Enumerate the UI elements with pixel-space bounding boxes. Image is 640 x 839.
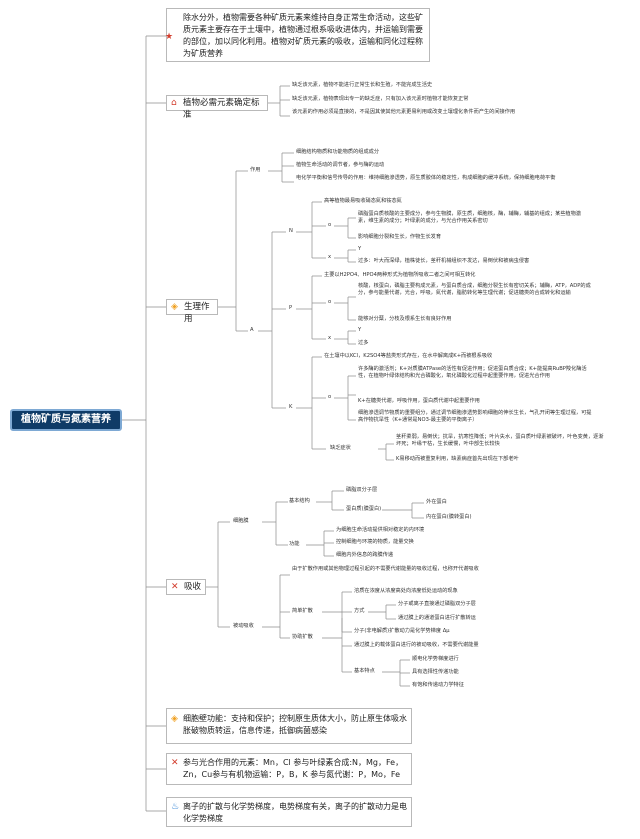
intro-box[interactable]: ★ 除水分外，植物需要各种矿质元素来维持自身正常生命活动，这些矿质元素主要存在于… (165, 8, 430, 62)
n-x-item: 过多：叶大而深绿，植株徒长，茎秆机械组织不发达，易倒伏和被病虫侵害 (358, 258, 530, 264)
p-intro: 主要以H2PO4、HPO4两种形式为植物所吸收二者之间可相互转化 (324, 272, 476, 278)
func-item: 为细胞生命活动提供相对稳定的内环境 (336, 527, 425, 533)
criteria-node[interactable]: ⌂ 植物必需元素确定标准 (166, 95, 268, 120)
k-deficit-label: 缺乏症状 (330, 445, 351, 451)
k-deficit-item: 茎秆柔弱，易倒伏；抗旱，抗寒性降低；叶片失水，蛋白质叶绿素被破坏，叶色变黄，逐渐… (396, 434, 604, 448)
physio-title: 生理作用 (184, 302, 210, 324)
criteria-item: 缺乏该元素，植物不能进行正常生长和生殖，不能完成生活史 (292, 82, 433, 88)
protein-item: 外在蛋白 (426, 499, 447, 505)
p-x-label: x (328, 335, 332, 341)
flame-icon: ♨ (171, 802, 180, 812)
k-label: K (289, 404, 293, 410)
absorb-title: 吸收 (184, 582, 202, 592)
bulb-icon: ◈ (171, 714, 178, 724)
absorb-node[interactable]: ✕ 吸收 (166, 579, 206, 595)
criteria-item: 缺乏该元素，植物表现出专一的缺乏症，只有加入该元素时植物才能恢复正常 (292, 96, 469, 102)
k-intro: 在土壤中以KCl，K2SO4等盐类形式存在，在水中解离成K+而被根系吸收 (324, 353, 493, 359)
p-label: P (289, 305, 293, 311)
bulb-icon: ◈ (171, 302, 178, 312)
n-o-label: o (328, 222, 332, 228)
passive-intro: 由于扩散作用或其他物理过程引起的不需要代谢能量的吸收过程，也称开代谢吸收 (292, 566, 479, 572)
simple-label: 简单扩散 (292, 608, 313, 614)
p-x-item: Y (358, 327, 362, 333)
passive-label: 被动吸收 (233, 623, 254, 629)
structure-label: 基本结构 (289, 498, 310, 504)
cell-wall-box[interactable]: ◈ 细胞壁功能：支持和保护；控制原生质体大小，防止原生体吸水胀破物质转运，信息传… (166, 708, 412, 744)
n-label: N (289, 228, 293, 234)
criteria-item: 该元素的作用必须是直接的，不是因其使其他元素更易利用或改变土壤理化条件而产生的间… (292, 109, 516, 115)
tools-icon: ✕ (171, 582, 179, 592)
func-item: 控制细胞与环境的物质，能量交换 (336, 539, 414, 545)
p-o-item: 能够对分蘖，分枝及根系生长有良好作用 (358, 316, 452, 322)
structure-item: 磷脂双分子层 (346, 487, 378, 493)
ions-box[interactable]: ♨ 离子的扩散与化学势梯度，电势梯度有关，离子的扩散动力是电化学势梯度 (166, 797, 412, 827)
criteria-title: 植物必需元素确定标准 (183, 98, 260, 120)
membrane-label: 细胞膜 (233, 518, 249, 524)
way-item: 通过膜上的通道蛋白进行扩散转运 (398, 615, 476, 621)
simple-force: 分子(非电解质)扩散动力是化学势梯度 Δμ (354, 628, 450, 634)
func-label: 功能 (289, 541, 300, 547)
way-item: 分子或离子直接通过磷脂双分子层 (398, 601, 476, 607)
structure-item: 蛋白质(膜蛋白) (346, 506, 382, 512)
k-o-item: K+在糖类代谢，呼吸作用，蛋白质代谢中起重要作用 (358, 398, 480, 404)
k-o-label: o (328, 394, 332, 400)
star-icon: ★ (165, 32, 174, 42)
physio-node[interactable]: ◈ 生理作用 (166, 299, 218, 324)
feat-label: 基本特点 (354, 668, 375, 674)
way-label: 方式 (354, 608, 365, 614)
feat-item: 顺电化学势梯度进行 (412, 656, 459, 662)
p-o-item: 核酸，核蛋白，磷脂主要构成元素，与蛋白质合成，细胞分裂生长有密切关系；辅酶，AT… (358, 283, 591, 297)
p-o-label: o (328, 299, 332, 305)
tools-icon: ✕ (171, 758, 179, 768)
a-label: A (250, 327, 254, 333)
n-x-label: x (328, 254, 332, 260)
function-item: 细胞结构物质和功能物质的组成成分 (296, 149, 380, 155)
facil-label: 协助扩散 (292, 634, 313, 640)
n-o-item: 磷脂蛋白质核酸的主要成分，参与生物膜，原生质，细胞核，酶，辅酶，辅基的组成；某些… (358, 211, 582, 225)
func-item: 细胞内外信息的跨膜传递 (336, 552, 394, 558)
elements-box[interactable]: ✕ 参与光合作用的元素：Mn，Cl 参与叶绿素合成:N，Mg，Fe，Zn，Cu参… (166, 753, 412, 785)
facil-intro: 通过膜上的载体蛋白进行的被动吸收，不需要代谢能量 (354, 642, 479, 648)
protein-item: 内在蛋白(膜转蛋白) (426, 514, 472, 520)
n-intro: 高等植物最易吸收硝态氮和铵态氮 (324, 198, 402, 204)
n-o-item: 影响细胞分裂和生长，作物生长发育 (358, 234, 442, 240)
root-node[interactable]: 植物矿质与氮素营养 (10, 409, 122, 431)
feat-item: 具有选择性传递功能 (412, 669, 459, 675)
feat-item: 有饱和传递动力学特征 (412, 682, 464, 688)
k-deficit-item: K易移动而被重复利用，缺素病症首先出现在下部老叶 (396, 456, 519, 462)
function-item: 电化学平衡和信号传导的作用：维持细胞渗透势，原生质胶体的稳定性，构成细胞的缓冲系… (296, 175, 556, 181)
intro-text: 除水分外，植物需要各种矿质元素来维持自身正常生命活动，这些矿质元素主要存在于土壤… (183, 13, 423, 58)
house-icon: ⌂ (171, 98, 177, 108)
ions-text: 离子的扩散与化学势梯度，电势梯度有关，离子的扩散动力是电化学势梯度 (183, 802, 407, 823)
elements-text: 参与光合作用的元素：Mn，Cl 参与叶绿素合成:N，Mg，Fe，Zn，Cu参与有… (183, 758, 404, 779)
n-x-item: Y (358, 246, 362, 252)
simple-intro: 溶质在浓度从浓度高处向浓度低处运动的现象 (354, 588, 458, 594)
function-label: 作用 (250, 167, 261, 173)
k-o-item: 许多酶的激活剂；K+对质膜ATPase的活性有促进作用；促进蛋白质合成；K+能提… (358, 366, 587, 380)
k-o-item: 细胞渗透调节物质的重要组分，通过调节细胞渗透势影响细胞的伸长生长，气孔开闭等生理… (358, 410, 592, 424)
function-item: 植物生命活动的调节者，参与酶的运动 (296, 162, 385, 168)
p-x-item: 过多 (358, 340, 369, 346)
cell-wall-text: 细胞壁功能：支持和保护；控制原生质体大小，防止原生体吸水胀破物质转运，信息传递，… (183, 714, 407, 735)
